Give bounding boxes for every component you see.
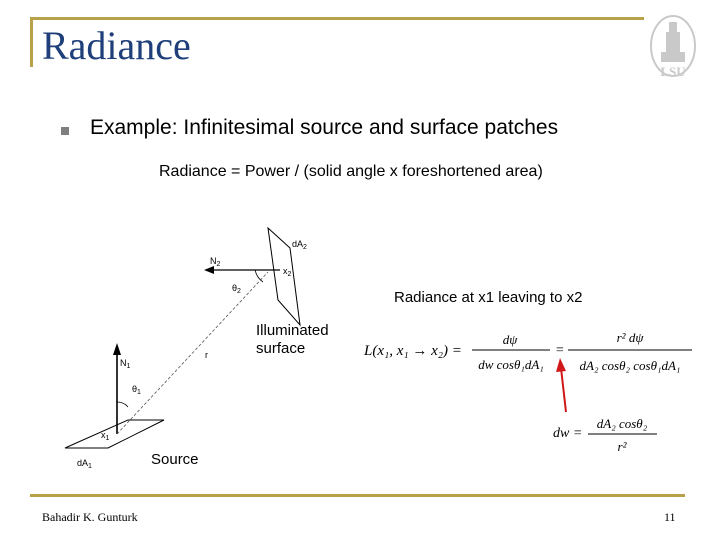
source-label: Source — [151, 451, 199, 468]
label-x1: x1 — [101, 430, 110, 442]
label-N1: N1 — [120, 358, 131, 370]
formula-dw-lhs: dw = — [553, 426, 582, 441]
label-dA1: dA1 — [77, 458, 92, 470]
source-patch — [64, 419, 165, 449]
formula-frac3-den: r² — [618, 439, 628, 454]
label-dA2: dA2 — [292, 239, 307, 251]
formula-frac1-num: dψ — [503, 332, 519, 347]
red-arrow-line — [560, 367, 567, 413]
red-arrow-head — [556, 358, 566, 372]
n2-arrowhead — [204, 266, 214, 274]
bullet-text: Example: Infinitesimal source and surfac… — [90, 116, 559, 139]
illuminated-line1: Illuminated — [256, 322, 329, 339]
formula-frac2-den: dA₂ cosθ₂ cosθ₁dA₁ — [580, 358, 681, 373]
formula-frac3-num: dA₂ cosθ₂ — [597, 416, 648, 431]
illuminated-surface-label: Illuminated surface — [256, 322, 329, 358]
svg-text:LSU: LSU — [660, 64, 686, 79]
radiance-definition: Radiance = Power / (solid angle x foresh… — [159, 163, 543, 180]
formula-lhs: L(x₁, x₁ → x₂) = — [363, 343, 462, 359]
n1-arrowhead — [113, 343, 121, 355]
target-patch — [267, 226, 301, 327]
footer-author: Bahadir K. Gunturk — [42, 510, 138, 524]
radiance-label: Radiance at x1 leaving to x2 — [394, 289, 583, 306]
formula-equals: = — [555, 343, 564, 358]
illuminated-line2: surface — [256, 340, 306, 357]
label-r: r — [205, 350, 208, 360]
page-number: 11 — [664, 510, 676, 524]
lsu-logo: LSU — [650, 15, 696, 79]
slide-title: Radiance — [42, 23, 191, 68]
title-frame-left — [30, 17, 33, 67]
theta2-arc — [254, 269, 264, 283]
bullet-marker — [61, 127, 69, 135]
r-line — [116, 271, 269, 435]
theta1-arc — [116, 401, 129, 408]
label-theta1: θ1 — [132, 384, 141, 396]
formula-frac2-num: r² dψ — [617, 330, 645, 345]
formula-frac1-den: dw cosθ₁dA₁ — [478, 357, 544, 372]
title-frame-top — [30, 17, 644, 20]
radiance-formula: L(x₁, x₁ → x₂) = dψ dw cosθ₁dA₁ = r² dψ … — [363, 330, 692, 454]
footer-rule — [30, 494, 685, 497]
label-N2: N2 — [210, 256, 221, 268]
label-x2: x2 — [283, 266, 292, 278]
label-theta2: θ2 — [232, 283, 241, 295]
